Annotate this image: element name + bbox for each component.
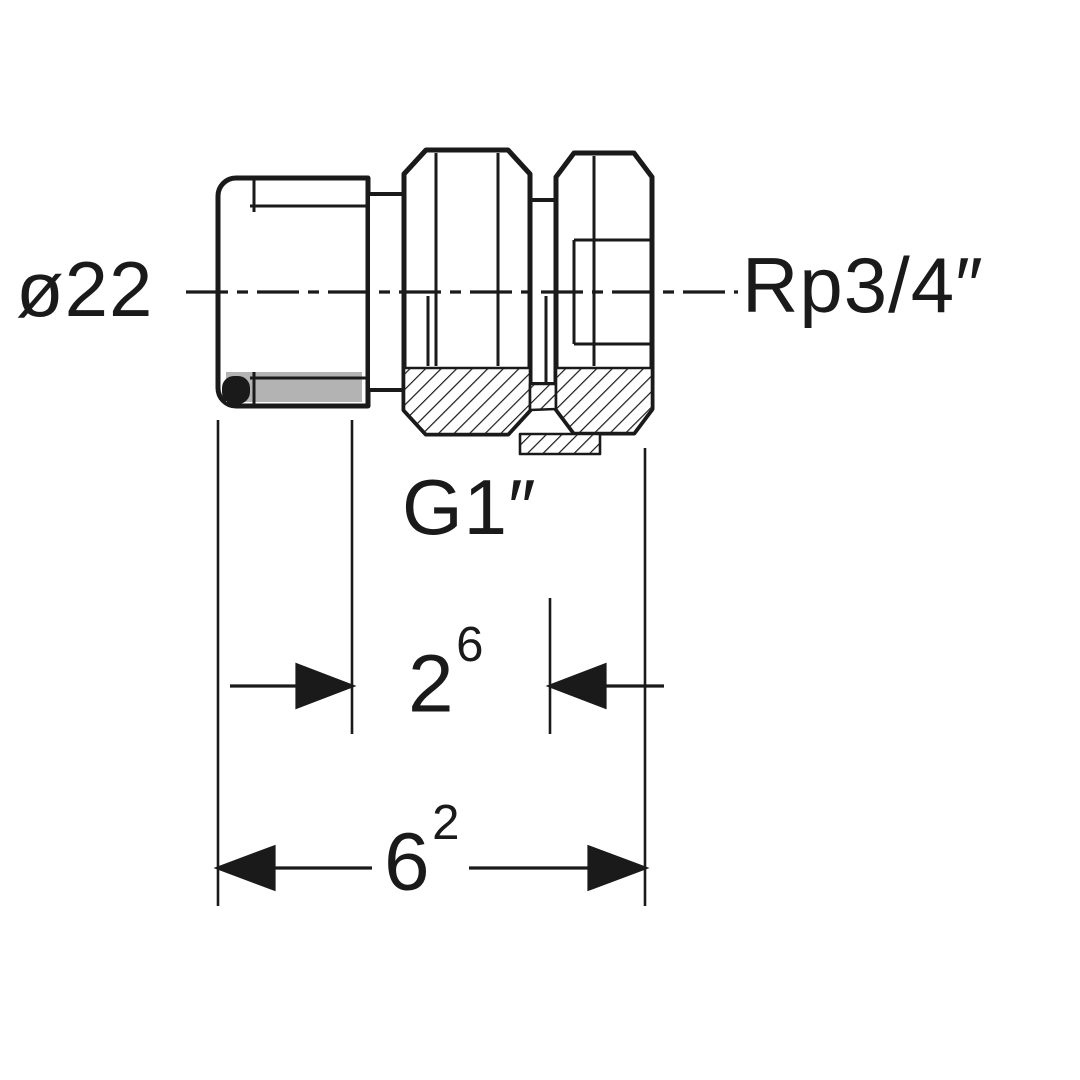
dim-insertion-value: 2 [408,638,454,730]
dim-overall-exponent: 2 [432,794,460,850]
dim-overall-value: 6 [384,816,430,908]
dim-insertion-right-arrow [545,662,607,710]
dim-insertion-exponent: 6 [456,616,484,672]
dimension-insertion-group [230,662,664,710]
dim-insertion-label: 26 [396,620,493,726]
extension-lines-group [216,420,647,906]
diameter-label: ø22 [16,245,154,333]
dimension-overall-group [213,844,650,892]
thread-rp-label: Rp3/4″ [742,241,984,329]
groove-section-hatch [528,382,558,412]
dim-insertion-left-arrow [295,662,357,710]
thread-tab-hatch [518,432,602,456]
dim-overall-label: 62 [372,798,469,904]
thread-g-label: G1″ [402,463,537,551]
cross-section-hatch-group [402,366,654,456]
socket-detail-lines [250,178,368,406]
dim-overall-left-arrow [213,844,276,892]
hex-section-hatch [402,366,532,436]
nut-section-hatch [554,366,654,435]
press-bead-section [222,376,250,404]
dim-overall-right-arrow [587,844,650,892]
